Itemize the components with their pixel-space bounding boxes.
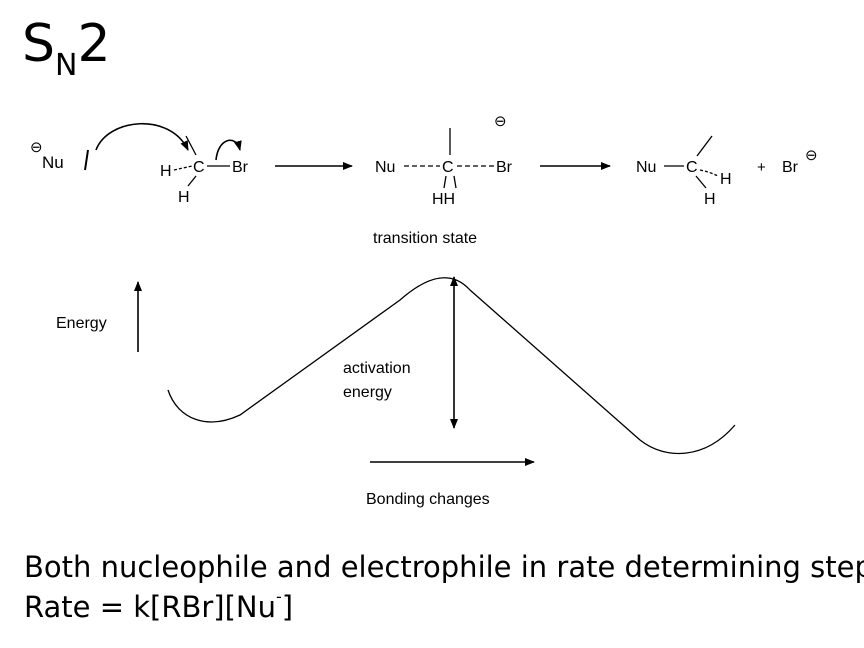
bonding-axis-label: Bonding changes bbox=[366, 491, 490, 508]
ts-bond-h2 bbox=[453, 175, 457, 189]
note-rate-determining: Both nucleophile and electrophile in rat… bbox=[24, 550, 864, 584]
product-nucleophile: Nu bbox=[636, 159, 656, 176]
activation-label-line1: activation bbox=[343, 360, 411, 377]
rate-law-superscript: - bbox=[276, 587, 282, 607]
product-bond-up bbox=[696, 135, 713, 157]
slide-title: SN2 bbox=[22, 18, 111, 81]
leaving-arrow bbox=[215, 139, 242, 161]
ts-nucleophile: Nu bbox=[375, 159, 395, 176]
ts-h-pair: HH bbox=[432, 191, 455, 208]
nucleophile-label: Nu bbox=[42, 153, 64, 172]
ts-charge: ⊖ bbox=[494, 113, 507, 130]
sn2-scheme: ⊖ Nu H C Br H Nu C Br ⊖ HH transition st… bbox=[30, 113, 818, 508]
substrate-carbon: C bbox=[193, 159, 205, 176]
substrate-h-bottom: H bbox=[178, 189, 190, 206]
bromide-label: Br bbox=[782, 159, 799, 176]
product-h-right: H bbox=[720, 171, 732, 188]
bond-h-c-back bbox=[173, 165, 193, 171]
product-bond-h-right bbox=[699, 169, 719, 177]
bond-c-h-down bbox=[187, 175, 197, 187]
activation-label-line2: energy bbox=[343, 384, 392, 401]
title-main: S bbox=[22, 14, 56, 74]
product-carbon: C bbox=[686, 159, 698, 176]
bond-c-h-up bbox=[185, 135, 197, 156]
energy-profile-curve bbox=[167, 277, 736, 455]
attack-arrow bbox=[95, 122, 189, 151]
title-subscript: N bbox=[55, 48, 78, 83]
nucleophile-charge: ⊖ bbox=[30, 139, 43, 156]
ts-bond-h1 bbox=[443, 175, 447, 189]
bromide-charge: ⊖ bbox=[805, 147, 818, 164]
transition-state: Nu C Br ⊖ HH transition state bbox=[373, 113, 513, 247]
rate-law-main: Rate = k[RBr][Nu bbox=[24, 590, 277, 624]
plus-sign: + bbox=[757, 159, 766, 176]
substrate-bromine: Br bbox=[232, 159, 249, 176]
products: Nu C H H + Br ⊖ bbox=[636, 135, 818, 208]
rate-law-close: ] bbox=[281, 590, 294, 624]
product-bond-h-down bbox=[695, 175, 707, 189]
ts-caption: transition state bbox=[373, 230, 477, 247]
energy-diagram: Energy activation energy Bonding changes bbox=[56, 276, 736, 508]
ts-bromine: Br bbox=[496, 159, 513, 176]
substrate-h-left: H bbox=[160, 163, 172, 180]
product-h-bottom: H bbox=[704, 191, 716, 208]
reactants: ⊖ Nu H C Br H bbox=[30, 122, 249, 206]
note-rate-law: Rate = k[RBr][Nu-] bbox=[24, 587, 294, 624]
ts-carbon: C bbox=[442, 159, 454, 176]
lone-pair-mark bbox=[84, 149, 89, 171]
energy-axis-label: Energy bbox=[56, 315, 107, 332]
title-suffix: 2 bbox=[77, 14, 111, 74]
